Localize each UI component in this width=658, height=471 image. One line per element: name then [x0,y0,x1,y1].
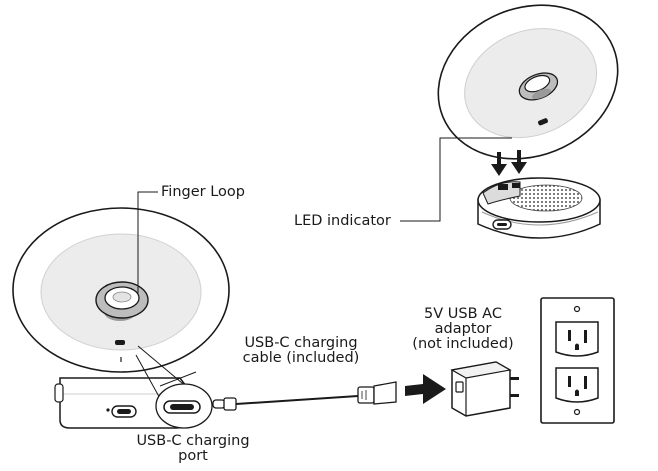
ac-adaptor-icon [450,361,519,417]
plug-in-arrow-icon [405,374,446,404]
wall-outlet-icon [540,297,615,424]
adaptor-label-line3: (not included) [412,336,514,352]
led-indicator-label: LED indicator [294,213,391,229]
top-led-icon [538,118,548,126]
usb-a-plug-icon [357,381,397,405]
usb-c-cable-label-line2: cable (included) [242,350,360,366]
usb-c-port-label-line2: port [178,448,208,464]
top-charging-base [477,177,601,239]
usb-c-port-label: USB-C charging port [118,434,268,464]
usb-c-cable-label: USB-C charging cable (included) [226,336,376,366]
top-light-disc [437,4,619,160]
bottom-led-icon [115,340,125,345]
top-finger-loop-icon [518,72,559,101]
finger-loop-label: Finger Loop [161,184,245,200]
insert-arrow-icons [491,150,527,176]
bottom-assembly [12,191,230,429]
adaptor-label: 5V USB AC adaptor (not included) [398,307,528,352]
adaptor-label-line1: 5V USB AC [424,306,502,322]
usb-c-plug-icon [212,397,237,411]
usb-c-cable-label-line1: USB-C charging [244,335,358,351]
usb-c-port-label-line1: USB-C charging [136,433,250,449]
led-indicator-leader [400,137,512,222]
port-callout [135,345,213,429]
usb-c-cable [212,381,397,411]
finger-loop-leader [137,191,158,293]
top-assembly [400,4,619,239]
bottom-finger-loop-icon [95,281,149,321]
adaptor-label-line2: adaptor [434,321,492,337]
